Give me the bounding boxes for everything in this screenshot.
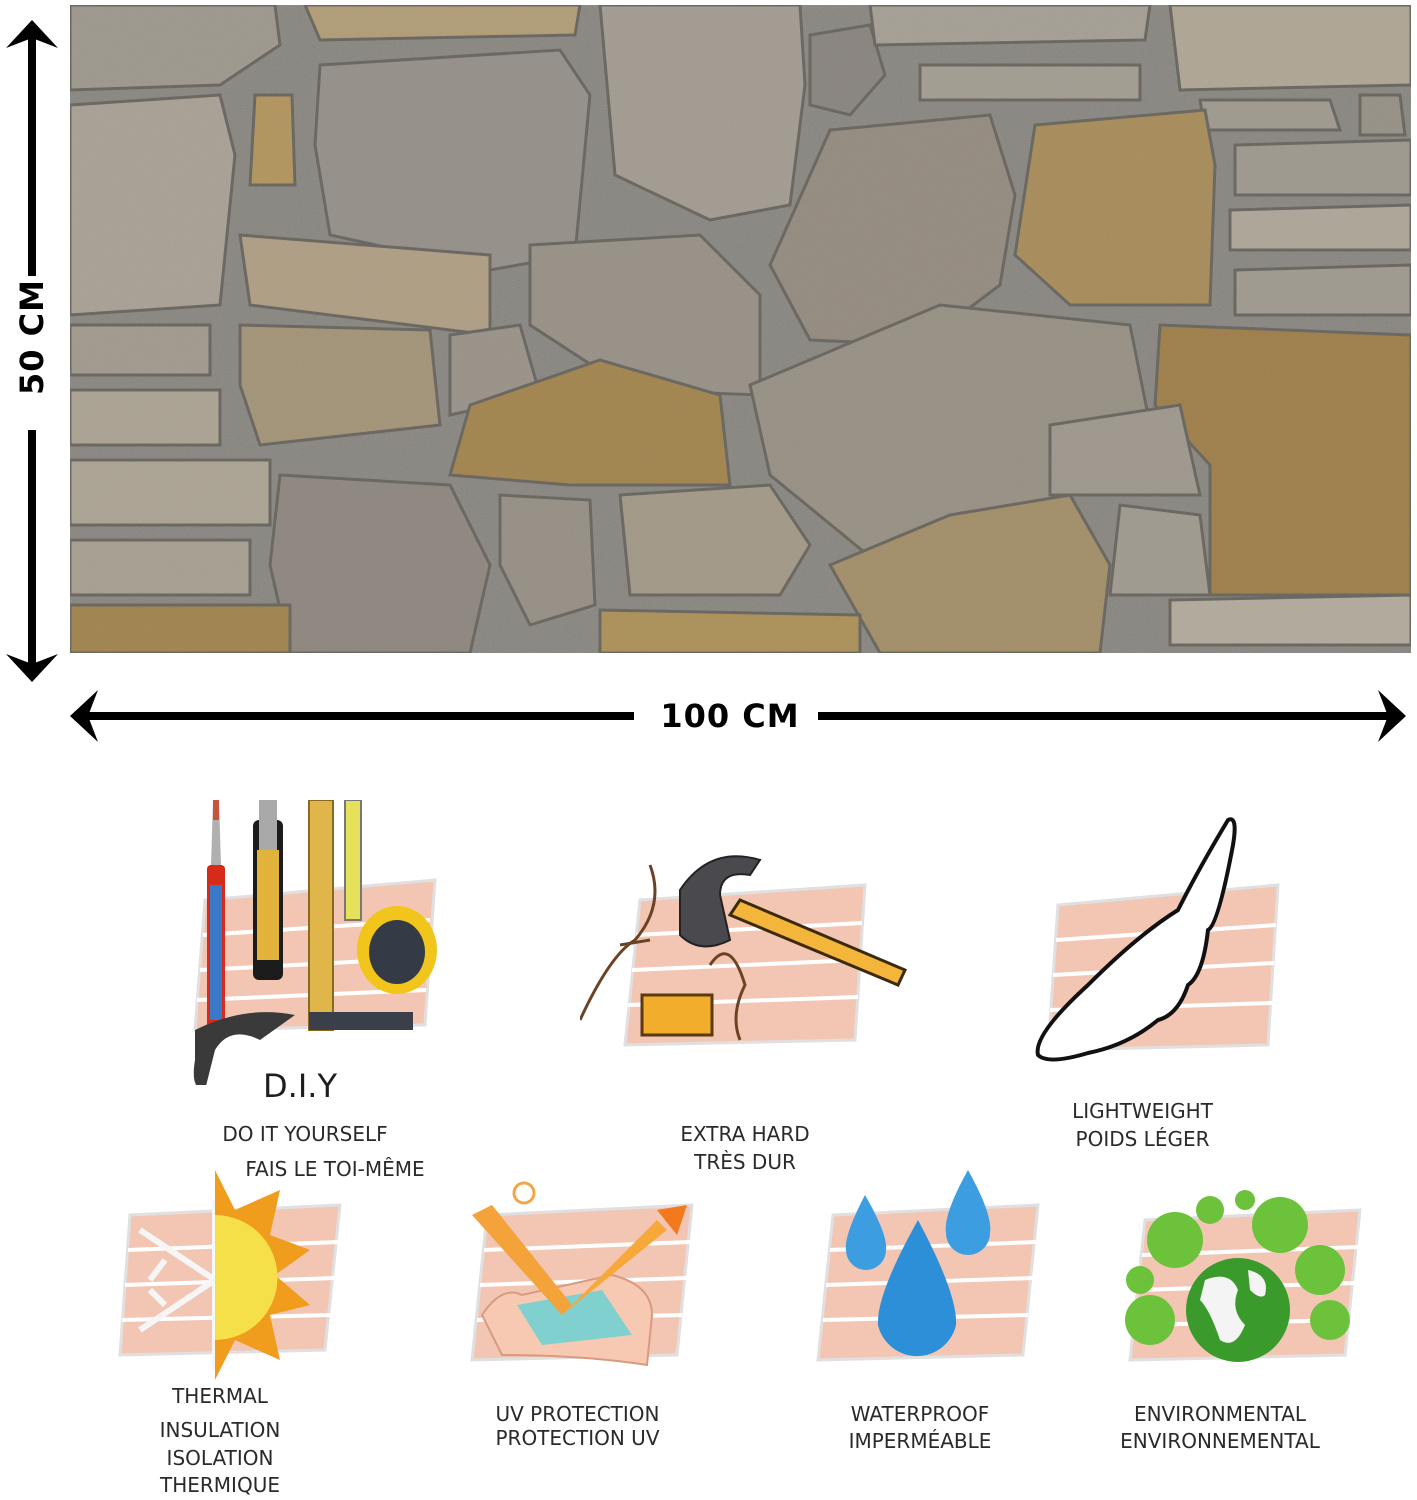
uv-reflect-icon — [470, 1181, 694, 1367]
diy-label-fr: FAIS LE TOI-MÊME — [245, 1157, 425, 1181]
uv-label-fr: PROTECTION UV — [495, 1426, 660, 1450]
extra-hard-label-fr: TRÈS DUR — [694, 1150, 796, 1174]
lightweight-label-fr: POIDS LÉGER — [1075, 1127, 1210, 1151]
diy-title: D.I.Y — [263, 1067, 337, 1105]
stone-texture — [70, 5, 1411, 653]
lightweight-label-en: LIGHTWEIGHT — [1072, 1099, 1213, 1123]
water-drops-icon — [816, 1170, 1040, 1362]
uv-label-en: UV PROTECTION — [495, 1402, 660, 1426]
waterproof-label-fr: IMPERMÉABLE — [848, 1429, 992, 1453]
globe-trees-icon — [1125, 1190, 1362, 1362]
diy-label-en: DO IT YOURSELF — [222, 1122, 388, 1146]
feather-icon — [1035, 817, 1280, 1062]
waterproof-label-en: WATERPROOF — [850, 1402, 990, 1426]
thermal-label-3: ISOLATION — [166, 1446, 274, 1470]
sun-snowflake-icon — [118, 1170, 342, 1380]
hammer-icon — [580, 855, 908, 1047]
thermal-label-4: THERMIQUE — [160, 1473, 280, 1497]
thermal-label-1: THERMAL — [172, 1384, 268, 1408]
extra-hard-label-en: EXTRA HARD — [680, 1122, 810, 1146]
width-arrow-icon — [70, 690, 1406, 742]
thermal-label-2: INSULATION — [159, 1418, 281, 1442]
height-arrow-icon — [6, 20, 58, 682]
environmental-label-en: ENVIRONMENTAL — [1133, 1402, 1307, 1426]
width-label: 100 CM — [660, 697, 800, 735]
environmental-label-fr: ENVIRONNEMENTAL — [1120, 1429, 1320, 1453]
stone-wall-panel-image — [70, 5, 1411, 653]
tools-icon — [193, 800, 437, 1085]
